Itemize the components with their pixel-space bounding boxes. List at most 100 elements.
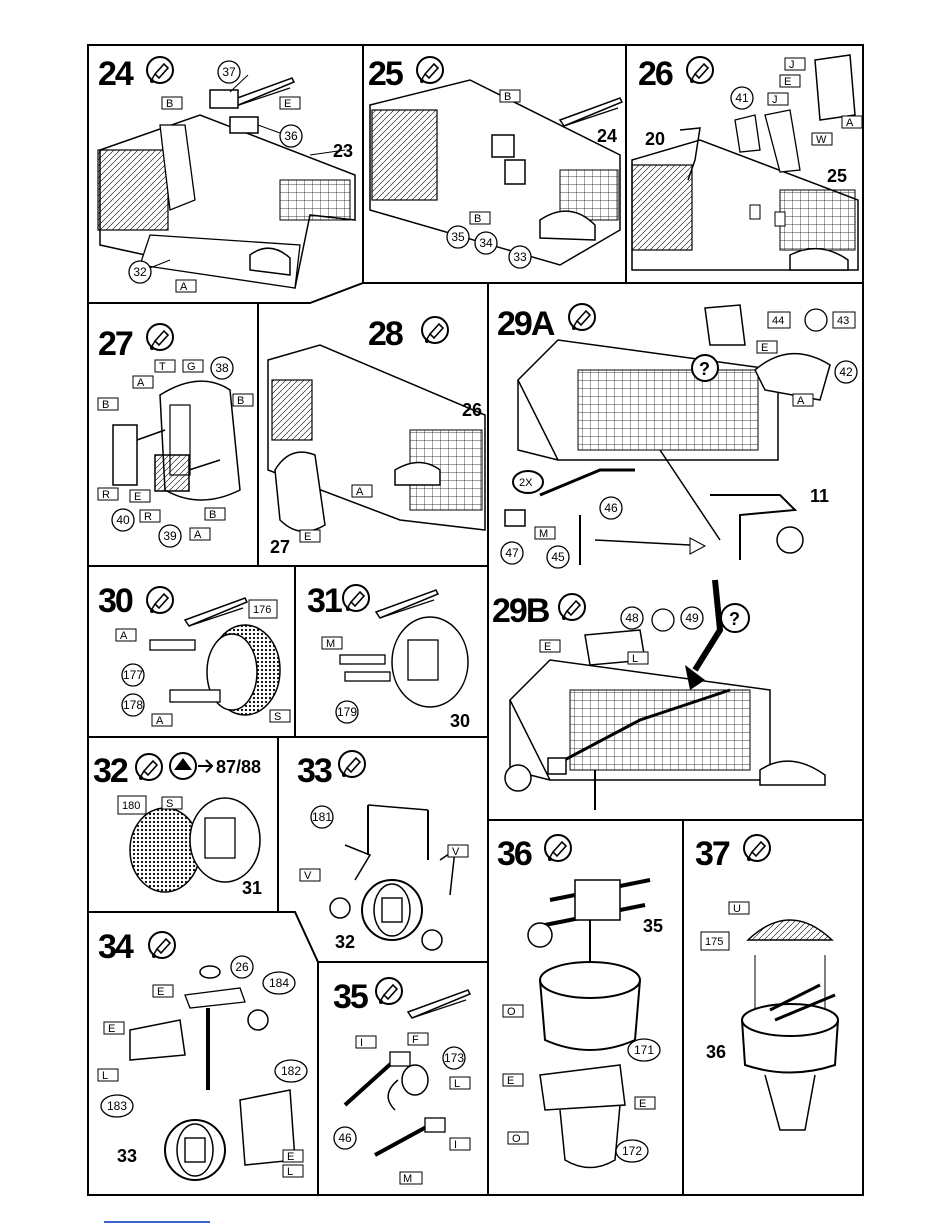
- svg-text:179: 179: [337, 705, 357, 719]
- svg-text:T: T: [159, 361, 166, 373]
- reference-tag: E L: [539, 639, 649, 665]
- reference-tag: E A M: [534, 340, 814, 540]
- svg-text:40: 40: [116, 513, 130, 527]
- svg-text:43: 43: [837, 315, 849, 327]
- svg-text:175: 175: [705, 936, 723, 948]
- svg-text:25: 25: [827, 166, 847, 186]
- svg-text:?: ?: [699, 359, 710, 379]
- part-callout: 179 30: [335, 700, 470, 731]
- cement-icon: [146, 56, 174, 84]
- cement-icon: [416, 56, 444, 84]
- svg-text:182: 182: [281, 1064, 301, 1078]
- part-callout: 37 36 23 32: [128, 60, 353, 284]
- svg-text:E: E: [134, 491, 141, 503]
- step-35: 35 173 46 I F L I M: [333, 977, 471, 1185]
- step-number: 37: [695, 835, 730, 873]
- cement-icon: [568, 303, 596, 331]
- paint-color-icon: 87/88: [169, 752, 261, 780]
- step-32: 32 87/88 180 31 S: [93, 752, 262, 898]
- cement-icon: [338, 750, 366, 778]
- svg-text:35: 35: [451, 230, 465, 244]
- svg-text:173: 173: [444, 1051, 464, 1065]
- svg-text:45: 45: [551, 550, 565, 564]
- step-30: 30 176 177 178 A A S: [98, 582, 291, 727]
- svg-text:E: E: [287, 1151, 294, 1163]
- cement-icon: [135, 753, 163, 781]
- svg-text:A: A: [156, 715, 164, 727]
- part-callout: 180 31: [117, 795, 262, 898]
- step-number: 26: [638, 55, 673, 93]
- part-callout: 26 184 182 183 33: [100, 955, 308, 1166]
- step-29b: 29B ? 48 49 E L: [492, 579, 826, 810]
- svg-text:E: E: [544, 641, 551, 653]
- svg-text:A: A: [797, 395, 805, 407]
- svg-text:O: O: [507, 1006, 516, 1018]
- svg-text:I: I: [454, 1139, 457, 1151]
- reference-tag: O E E O: [502, 1004, 656, 1145]
- svg-text:S: S: [166, 798, 173, 810]
- cement-icon: [421, 316, 449, 344]
- svg-text:E: E: [639, 1098, 646, 1110]
- reference-tag: B E A: [161, 96, 301, 293]
- svg-text:A: A: [120, 630, 128, 642]
- cement-icon: [148, 931, 176, 959]
- svg-text:B: B: [102, 399, 109, 411]
- reference-tag: T G A B B R E R B A: [97, 359, 254, 541]
- svg-text:30: 30: [450, 711, 470, 731]
- step-29a: 29A ? 44 43 42 11 46: [497, 303, 858, 569]
- part-callout: 24 35 34 33: [446, 126, 617, 269]
- svg-text:U: U: [733, 903, 741, 915]
- tweezers-icon: [184, 597, 248, 627]
- svg-text:11: 11: [810, 486, 829, 506]
- svg-text:G: G: [187, 361, 196, 373]
- svg-text:B: B: [237, 395, 244, 407]
- svg-text:36: 36: [284, 129, 298, 143]
- reference-tag: J E J W A: [767, 57, 863, 146]
- turret-drawing: [329, 804, 456, 951]
- svg-text:L: L: [287, 1166, 293, 1178]
- cement-icon: [686, 56, 714, 84]
- svg-text:41: 41: [735, 91, 749, 105]
- reference-tag: E E L E L: [97, 984, 304, 1178]
- svg-text:2X: 2X: [519, 477, 533, 489]
- svg-text:39: 39: [163, 529, 177, 543]
- step-33: 33 181 32 V V: [297, 750, 469, 952]
- part-callout: 181 32: [310, 805, 355, 952]
- fuselage-drawing: [369, 79, 621, 266]
- svg-text:46: 46: [604, 501, 618, 515]
- reference-tag: V V: [299, 844, 469, 882]
- reference-tag: M: [321, 636, 343, 650]
- step-number: 29A: [497, 305, 555, 343]
- svg-text:M: M: [539, 528, 548, 540]
- part-callout: 175 36: [700, 931, 730, 1062]
- svg-text:O: O: [512, 1133, 521, 1145]
- footer-rule: [104, 1221, 210, 1223]
- svg-text:38: 38: [215, 361, 229, 375]
- page-frame: [87, 44, 864, 1196]
- tweezers-icon: [375, 589, 439, 619]
- cement-icon: [342, 584, 370, 612]
- svg-text:178: 178: [123, 698, 143, 712]
- svg-text:47: 47: [505, 546, 519, 560]
- step-24: 24 37 36 23 32 B E: [97, 55, 356, 293]
- svg-text:B: B: [474, 213, 481, 225]
- fuselage-drawing: ?: [504, 304, 831, 565]
- svg-text:R: R: [144, 511, 152, 523]
- svg-text:44: 44: [772, 315, 784, 327]
- svg-text:B: B: [504, 91, 511, 103]
- gun-drawing: [343, 1051, 446, 1157]
- cement-icon: [743, 834, 771, 862]
- step-number: 29B: [492, 592, 550, 630]
- svg-text:A: A: [846, 117, 854, 129]
- part-callout: 26 27: [270, 400, 482, 557]
- svg-text:184: 184: [269, 976, 289, 990]
- reference-tag: A A S: [115, 628, 291, 727]
- svg-text:31: 31: [242, 878, 262, 898]
- step-31: 31 179 30 M: [307, 582, 470, 731]
- svg-text:A: A: [356, 486, 364, 498]
- svg-text:37: 37: [222, 65, 236, 79]
- step-number: 34: [98, 928, 134, 966]
- svg-text:R: R: [102, 489, 110, 501]
- part-callout: 44 43 42 11 46 47 45 2X: [500, 308, 858, 569]
